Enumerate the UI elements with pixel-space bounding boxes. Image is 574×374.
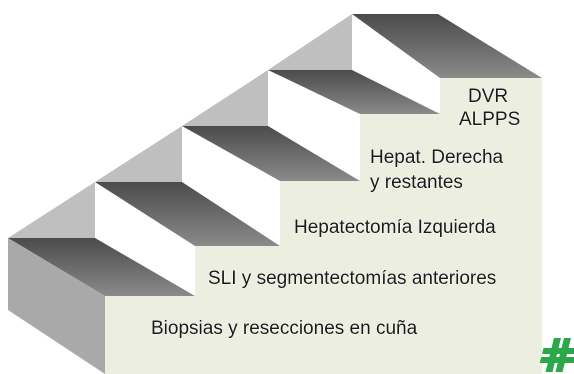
tread-1: [8, 238, 195, 296]
tread-2: [95, 182, 280, 246]
step-label-4: Hepat. Derecha y restantes: [370, 147, 508, 193]
tread-4: [268, 70, 440, 114]
hospital-cross-logo-icon: [539, 338, 574, 372]
step-label-2: SLI y segmentectomías anteriores: [208, 268, 496, 289]
step-label-3: Hepatectomía Izquierda: [294, 217, 496, 238]
riser-wall: [105, 78, 542, 374]
step-label-5: DVR ALPPS: [459, 86, 520, 130]
side-face-1: [8, 182, 95, 238]
tread-5: [352, 14, 542, 78]
side-face-4: [268, 14, 352, 70]
side-face-2: [95, 126, 182, 182]
side-face-lower: [8, 238, 105, 374]
step-label-1: Biopsias y resecciones en cuña: [151, 318, 418, 339]
tread-3: [182, 126, 360, 181]
side-face-3: [182, 70, 268, 126]
